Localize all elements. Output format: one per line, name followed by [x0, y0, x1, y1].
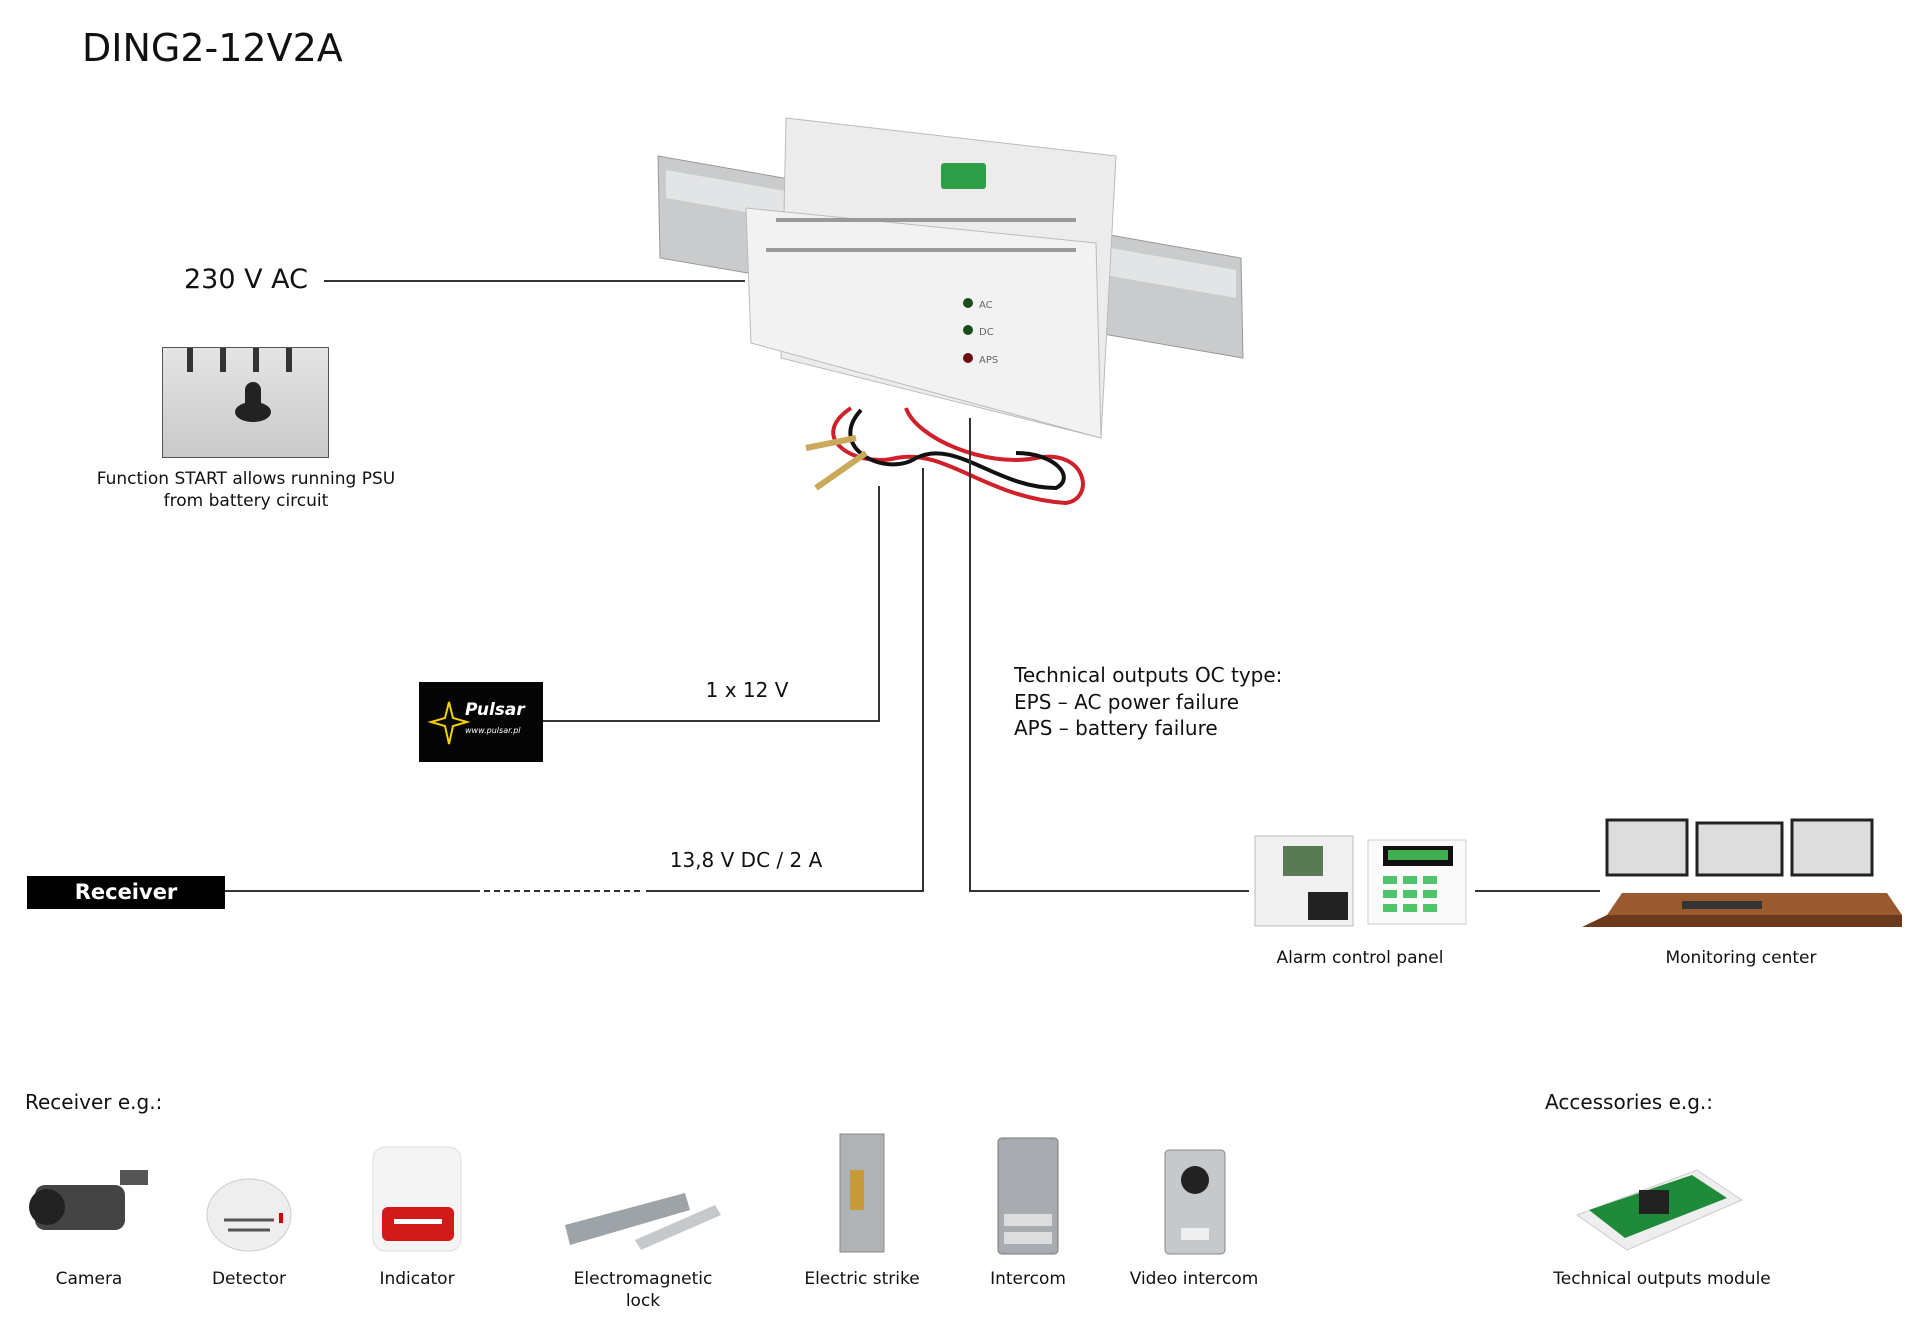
electric-strike-icon [839, 1133, 885, 1253]
start-button-photo [162, 347, 329, 458]
led-dc-label: DC [979, 327, 994, 338]
camera-icon [29, 1170, 148, 1230]
psu-device-image: AC DC APS [657, 117, 1244, 506]
technical-outputs-text: Technical outputs OC type:EPS – AC power… [1014, 663, 1283, 740]
output-line-receiver [225, 890, 474, 892]
output-label: 13,8 V DC / 2 A [669, 848, 823, 872]
tech-line-v [969, 418, 971, 892]
video-intercom-icon [1164, 1149, 1226, 1255]
receiver-item-camera: Camera [55, 1269, 123, 1289]
receiver-box: Receiver [27, 876, 225, 909]
led-aps-label: APS [979, 355, 998, 366]
technical-outputs-module-icon [1575, 1169, 1744, 1251]
indicator-icon [372, 1146, 462, 1252]
receivers-heading: Receiver e.g.: [25, 1090, 163, 1114]
accessories-heading: Accessories e.g.: [1545, 1090, 1714, 1114]
battery-line-v [878, 486, 880, 722]
receiver-item-intercom: Intercom [990, 1269, 1066, 1289]
battery-cables [805, 406, 1085, 506]
monitoring-line [1475, 890, 1600, 892]
alarm-control-panel-image [1254, 835, 1467, 927]
alarm-panel-caption: Alarm control panel [1276, 948, 1444, 968]
intercom-icon [997, 1137, 1059, 1255]
output-line-dashed [474, 890, 640, 892]
psu-housing [745, 117, 1117, 439]
battery-image: Pulsar www.pulsar.pl [419, 682, 543, 762]
output-line-v [922, 468, 924, 892]
receiver-item-detector: Detector [211, 1269, 287, 1289]
ac-line [324, 280, 745, 282]
pulsar-logo-icon [427, 701, 471, 745]
led-ac-label: AC [979, 300, 993, 311]
battery-line-h [543, 720, 880, 722]
receiver-item-video-intercom: Video intercom [1129, 1269, 1259, 1289]
battery-url: www.pulsar.pl [465, 726, 521, 735]
receiver-item-indicator: Indicator [379, 1269, 455, 1289]
electromagnetic-lock-icon [565, 1193, 721, 1250]
monitoring-caption: Monitoring center [1665, 948, 1817, 968]
input-voltage-label: 230 V AC [184, 264, 309, 295]
battery-brand: Pulsar [465, 700, 525, 720]
monitoring-center-image [1582, 818, 1902, 927]
output-line-h [646, 890, 924, 892]
start-button-icon [187, 348, 292, 422]
page-title: DING2-12V2A [82, 26, 343, 70]
receiver-item-electric-strike: Electric strike [804, 1269, 920, 1289]
detector-icon [206, 1178, 292, 1252]
tech-line-h [969, 890, 1249, 892]
battery-label: 1 x 12 V [705, 678, 789, 702]
accessory-item-technical-outputs-module: Technical outputs module [1553, 1269, 1771, 1289]
